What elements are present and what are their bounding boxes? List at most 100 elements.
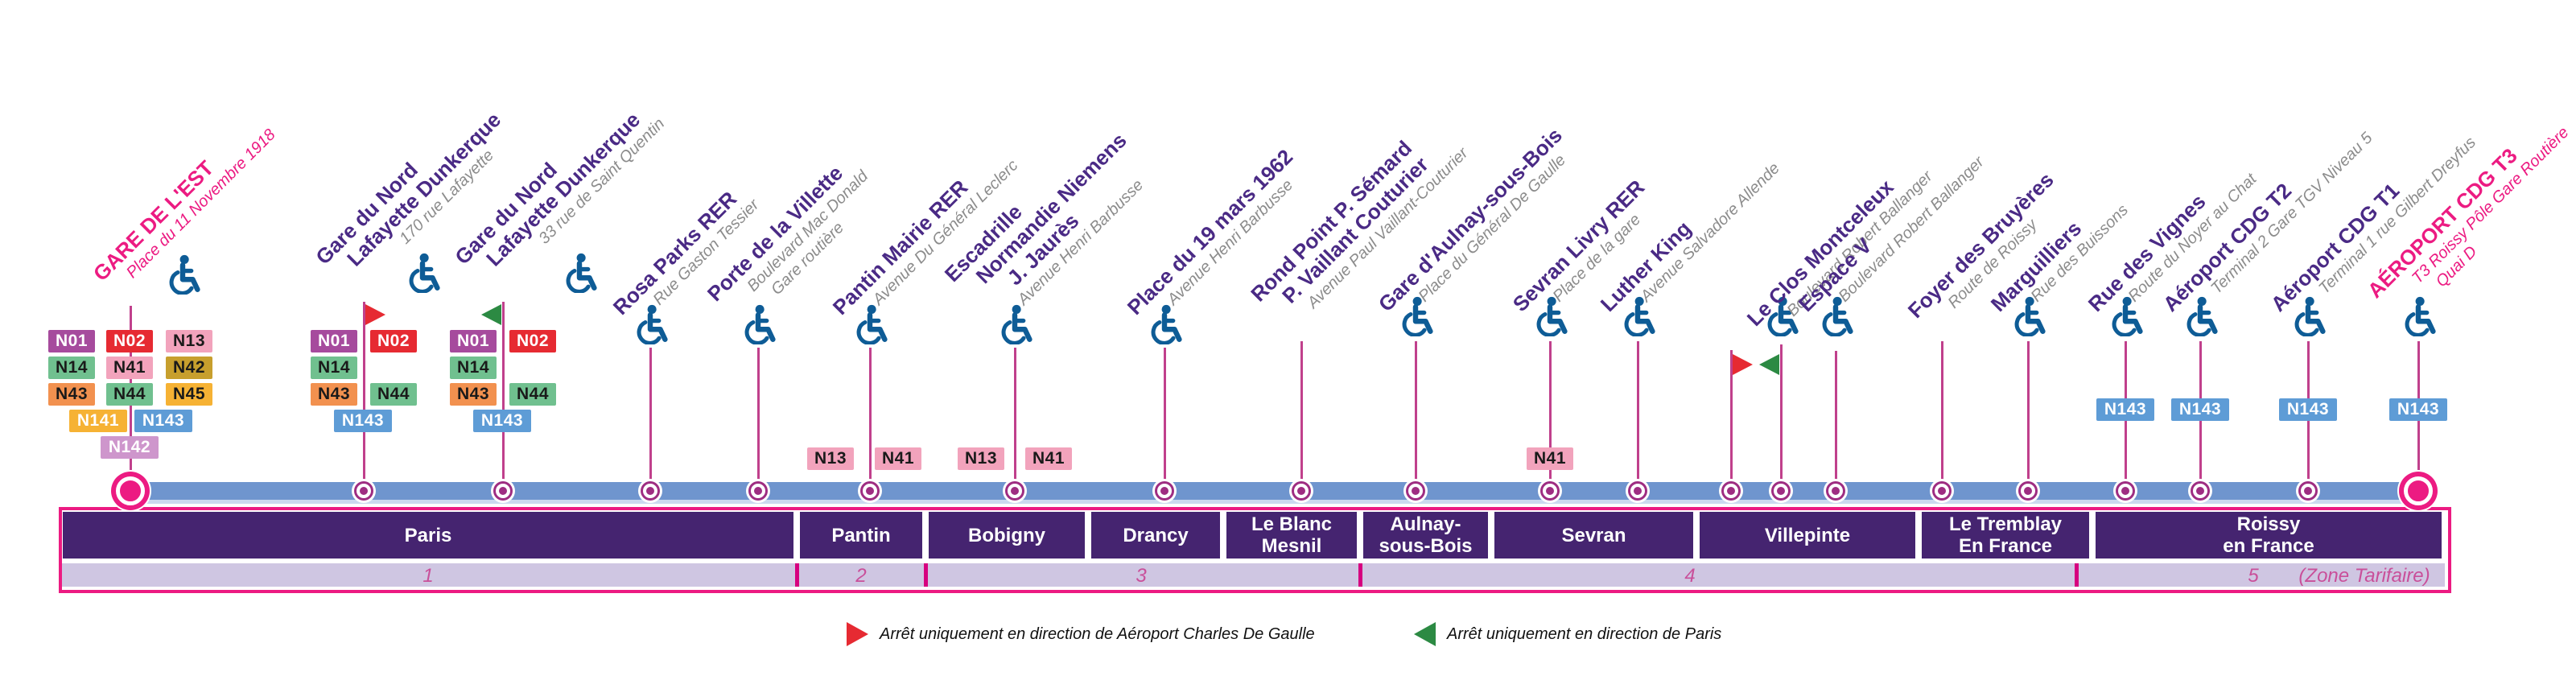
connection-badge-N143: N143 (134, 410, 192, 432)
station-tick (1780, 344, 1783, 493)
connection-badge-N41: N41 (875, 447, 921, 470)
stop-marker (496, 484, 510, 498)
zone-cell-drancy: Drancy (1091, 512, 1220, 559)
fare-zone-number-5: 5 (2248, 565, 2259, 587)
terminus-marker (2404, 476, 2433, 505)
connection-badge-N141: N141 (69, 410, 127, 432)
wheelchair-icon (1818, 296, 1853, 337)
wheelchair-icon (2290, 296, 2326, 337)
zone-cell-aulnay--sous-bois: Aulnay-sous-Bois (1363, 512, 1488, 559)
red-flag-icon (1733, 354, 1753, 375)
connection-badge-N14: N14 (311, 357, 357, 379)
stop-marker (1828, 484, 1843, 498)
station-tick (2027, 341, 2030, 493)
connection-badge-N44: N44 (509, 383, 556, 406)
wheelchair-icon (740, 304, 776, 345)
connection-badge-N42: N42 (166, 357, 212, 379)
wheelchair-icon (1532, 296, 1568, 337)
green-flag-icon (1759, 354, 1779, 375)
zone-cell-paris: Paris (63, 512, 793, 559)
legend-text-toward-cdg: Arrêt uniquement en direction de Aéropor… (880, 624, 1315, 643)
wheelchair-icon (2010, 296, 2046, 337)
station-tick (1415, 341, 1417, 493)
fare-zone-separator (924, 563, 928, 587)
connection-badge-N13: N13 (958, 447, 1004, 470)
route-line-bar (113, 482, 2430, 504)
zone-cell-text: Bobigny (968, 524, 1045, 546)
stop-marker (357, 484, 371, 498)
fare-zone-number-1: 1 (422, 565, 434, 587)
stop-marker (1630, 484, 1645, 498)
station-subtitle-line: T3 Roissy Pôle Gare Routière (2409, 123, 2573, 287)
connection-badge-N143: N143 (2171, 398, 2229, 421)
fare-zone-number-3: 3 (1136, 565, 1147, 587)
connection-badge-N13: N13 (807, 447, 854, 470)
connection-badge-N14: N14 (48, 357, 95, 379)
connection-badge-N45: N45 (166, 383, 212, 406)
station-tick (1637, 341, 1639, 493)
wheelchair-icon (852, 304, 888, 345)
connection-badge-N143: N143 (2096, 398, 2154, 421)
legend-item-toward-paris: Arrêt uniquement en direction de Paris (1414, 622, 1721, 646)
connection-badge-N01: N01 (311, 330, 357, 352)
zone-cell-text: Roissy (2236, 513, 2301, 535)
connection-badge-N143: N143 (334, 410, 392, 432)
station-tick (1014, 348, 1016, 493)
fare-zone-number-4: 4 (1684, 565, 1696, 587)
wheelchair-icon (1398, 296, 1433, 337)
station-tick (1730, 350, 1733, 493)
wheelchair-icon (2182, 296, 2218, 337)
terminus-marker (116, 476, 145, 505)
stop-marker (643, 484, 657, 498)
station-tick (1549, 341, 1552, 493)
connection-badge-N02: N02 (509, 330, 556, 352)
stop-marker (2118, 484, 2133, 498)
connection-badge-N14: N14 (450, 357, 497, 379)
zone-cell-text: Drancy (1123, 524, 1189, 546)
zone-cell-text: Le Tremblay (1948, 513, 2063, 535)
connection-badge-N44: N44 (106, 383, 153, 406)
connection-badge-N41: N41 (1527, 447, 1573, 470)
zone-cell-text: sous-Bois (1379, 535, 1473, 557)
zone-cell-text: Pantin (831, 524, 891, 546)
wheelchair-icon (1147, 304, 1182, 345)
connection-badge-N43: N43 (48, 383, 95, 406)
stop-marker (1724, 484, 1738, 498)
stop-marker (1935, 484, 1949, 498)
connection-badge-N01: N01 (48, 330, 95, 352)
zone-cell-text: Le Blanc (1251, 513, 1333, 535)
station-tick (1941, 341, 1943, 493)
stop-marker (2193, 484, 2207, 498)
zone-cell-le tremblay-en france: Le TremblayEn France (1922, 512, 2089, 559)
stop-marker (2021, 484, 2035, 498)
zone-cell-text: Sevran (1561, 524, 1626, 546)
wheelchair-icon (405, 253, 440, 294)
wheelchair-icon (2401, 296, 2436, 337)
connection-badge-N43: N43 (311, 383, 357, 406)
zone-cell-text: Paris (404, 524, 452, 546)
connection-badge-N13: N13 (166, 330, 212, 352)
fare-zone-separator (795, 563, 799, 587)
zone-cell-roissy-en france: Roissyen France (2096, 512, 2442, 559)
green-flag-icon (1414, 622, 1436, 646)
stop-marker (1543, 484, 1557, 498)
zone-cell-text: Mesnil (1261, 535, 1322, 557)
green-flag-icon (481, 304, 501, 325)
connection-badge-N02: N02 (370, 330, 417, 352)
stop-marker (1294, 484, 1309, 498)
connection-badge-N142: N142 (101, 436, 159, 459)
station-tick (869, 348, 872, 493)
fare-zone-separator (1358, 563, 1362, 587)
station-tick (502, 302, 505, 493)
stop-marker (751, 484, 765, 498)
wheelchair-icon (633, 304, 668, 345)
stop-marker (1157, 484, 1172, 498)
fare-zone-number-2: 2 (855, 565, 867, 587)
wheelchair-icon (1620, 296, 1655, 337)
zone-cell-text: Villepinte (1764, 524, 1851, 546)
station-tick (649, 348, 652, 493)
connection-badge-N41: N41 (106, 357, 153, 379)
zone-cell-text: en France (2223, 535, 2314, 557)
fare-zone-row (62, 563, 2445, 587)
